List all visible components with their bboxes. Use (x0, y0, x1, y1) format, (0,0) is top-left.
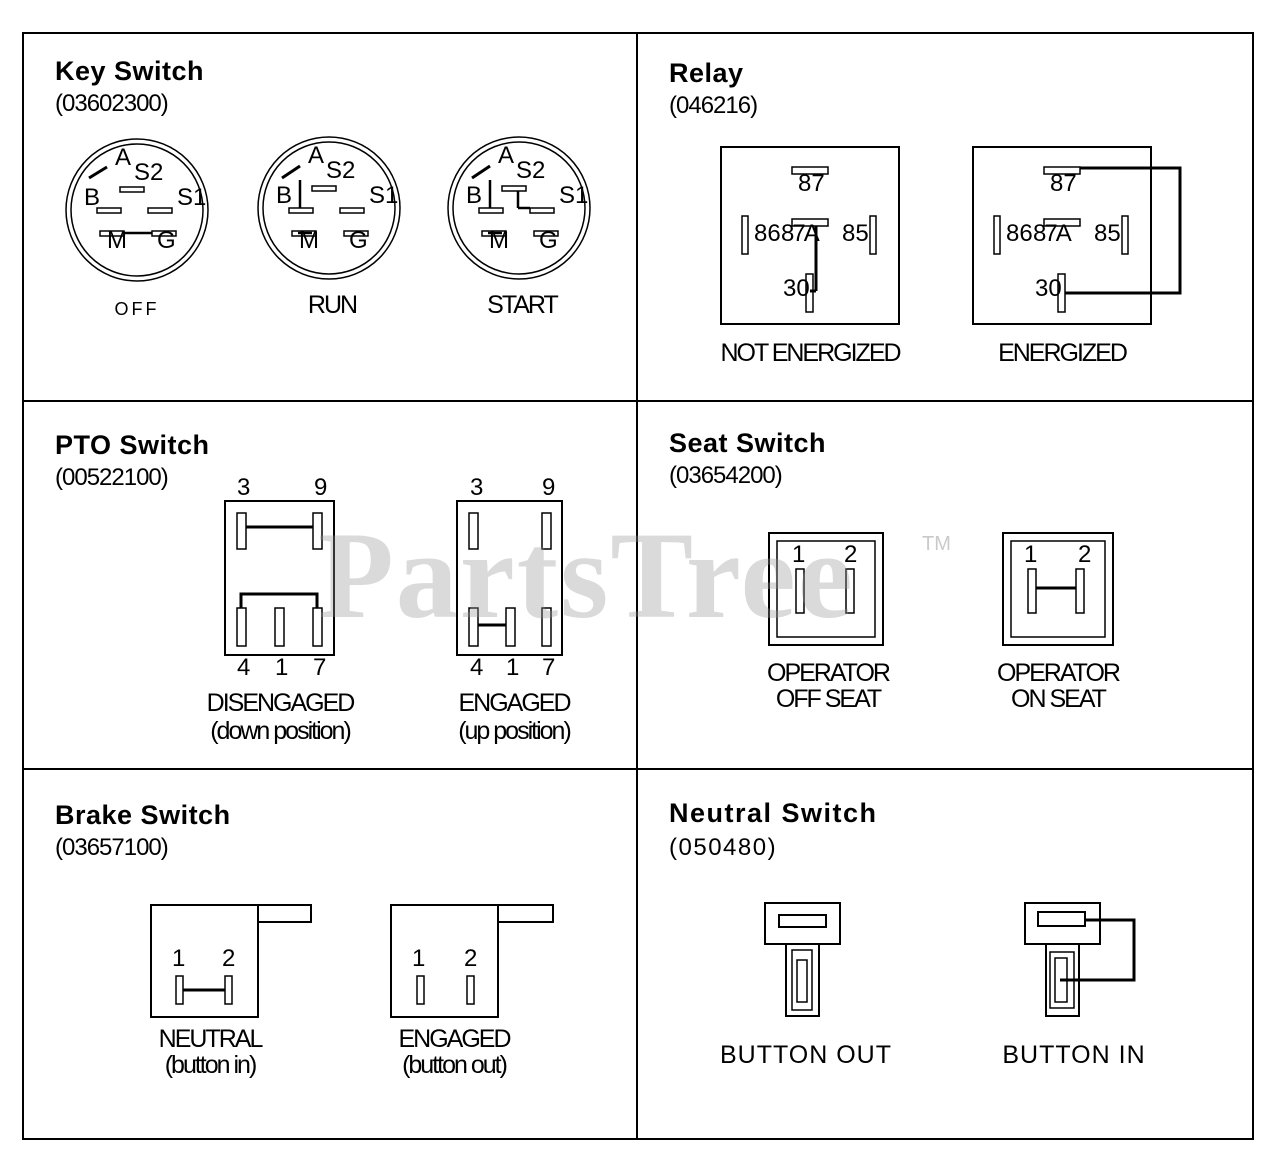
part-number: (03657100) (55, 834, 169, 861)
terminal-s2-label: S2 (516, 157, 545, 184)
terminal-m-label: M (107, 227, 127, 254)
state-on-seat-line1: OPERATOR (997, 659, 1121, 687)
state-off-seat-line1: OPERATOR (767, 659, 891, 687)
terminal-2-label: 2 (1078, 541, 1091, 568)
seat-switch-panel: Seat Switch (03654200) 1 2 OPERATOR OFF … (638, 402, 1252, 768)
terminal-87a-label: 87A (781, 220, 820, 247)
terminal-s1-label: S1 (559, 182, 588, 209)
terminal-1-label: 1 (1024, 541, 1037, 568)
row-divider-1 (22, 400, 1254, 402)
terminal-85-label: 85 (842, 220, 869, 247)
terminal-s2-label: S2 (326, 157, 355, 184)
seat-off-diagram: 1 2 (768, 532, 884, 646)
part-number: (050480) (669, 834, 778, 861)
panel-title: Relay (669, 58, 744, 88)
terminal-b-label: B (84, 184, 100, 211)
terminal-86-label: 86 (754, 220, 781, 247)
terminal-1-label: 1 (275, 654, 288, 681)
brake-neutral-diagram: 1 2 (150, 904, 312, 1018)
relay-panel: Relay (046216) 87 86 87A 85 30 NOT ENERG… (638, 34, 1252, 400)
neutral-button-out-diagram (764, 902, 841, 1017)
panel-title: Neutral Switch (669, 798, 878, 828)
position-start-label: START (487, 291, 559, 319)
part-number: (046216) (669, 92, 758, 119)
brake-switch-panel: Brake Switch (03657100) 1 2 NEUTRAL (but… (24, 770, 636, 1138)
terminal-s1-label: S1 (177, 184, 206, 211)
terminal-87-label: 87 (798, 170, 825, 197)
state-not-energized-label: NOT ENERGIZED (720, 339, 901, 367)
state-energized-label: ENERGIZED (998, 339, 1128, 367)
neutral-switch-panel: Neutral Switch (050480) BUTTON OUT BUTTO… (638, 770, 1252, 1138)
terminal-3-label: 3 (470, 474, 483, 501)
terminal-9-label: 9 (542, 474, 555, 501)
part-number: (03602300) (55, 90, 169, 117)
terminal-2-label: 2 (222, 945, 235, 972)
state-neutral-sub: (button in) (164, 1051, 258, 1079)
terminal-86-label: 86 (1006, 220, 1033, 247)
panel-title: Brake Switch (55, 800, 231, 830)
terminal-87a-label: 87A (1033, 220, 1072, 247)
position-off-label: OFF (114, 299, 160, 319)
terminal-a-label: A (308, 142, 324, 169)
state-button-out-label: BUTTON OUT (719, 1041, 893, 1069)
part-number: (03654200) (669, 462, 783, 489)
state-engaged-sub: (button out) (402, 1051, 508, 1079)
seat-on-diagram: 1 2 (1002, 532, 1114, 646)
terminal-2-label: 2 (844, 541, 857, 568)
key-switch-off-diagram: A S2 B S1 M G (65, 138, 209, 282)
terminal-a-label: A (115, 144, 131, 171)
terminal-g-label: G (157, 227, 176, 254)
terminal-1-label: 1 (506, 654, 519, 681)
terminal-4-label: 4 (237, 654, 250, 681)
panel-title: Seat Switch (669, 428, 827, 458)
panel-title: Key Switch (55, 56, 205, 86)
relay-not-energized-diagram: 87 86 87A 85 30 (720, 146, 900, 325)
key-switch-start-diagram: A S2 B S1 M G (447, 136, 591, 280)
terminal-2-label: 2 (464, 945, 477, 972)
terminal-1-label: 1 (172, 945, 185, 972)
trademark-mark: TM (922, 533, 951, 555)
key-switch-panel: Key Switch (03602300) A S2 B S1 M G OFF … (24, 34, 636, 400)
state-disengaged-label: DISENGAGED (206, 689, 356, 717)
terminal-87-label: 87 (1050, 170, 1077, 197)
terminal-85-label: 85 (1094, 220, 1121, 247)
terminal-3-label: 3 (237, 474, 250, 501)
terminal-30-label: 30 (783, 275, 810, 302)
key-switch-run-diagram: A S2 B S1 M G (257, 136, 401, 280)
part-number: (00522100) (55, 464, 169, 491)
pto-switch-panel: PTO Switch (00522100) 3 9 4 1 7 DISENGAG… (24, 402, 636, 768)
state-button-in-label: BUTTON IN (1002, 1041, 1146, 1069)
state-engaged-sub: (up position) (458, 717, 572, 745)
state-on-seat-line2: ON SEAT (1011, 685, 1107, 713)
position-run-label: RUN (307, 291, 358, 319)
terminal-a-label: A (498, 142, 514, 169)
terminal-1-label: 1 (412, 945, 425, 972)
state-off-seat-line2: OFF SEAT (775, 685, 882, 713)
state-neutral-label: NEUTRAL (158, 1025, 264, 1053)
terminal-g-label: G (539, 227, 558, 254)
state-engaged-label: ENGAGED (398, 1025, 511, 1053)
terminal-9-label: 9 (314, 474, 327, 501)
relay-energized-diagram: 87 86 87A 85 30 (972, 146, 1182, 325)
terminal-b-label: B (466, 182, 482, 209)
terminal-7-label: 7 (313, 654, 326, 681)
row-divider-2 (22, 768, 1254, 770)
brake-engaged-diagram: 1 2 (390, 904, 554, 1018)
terminal-30-label: 30 (1035, 275, 1062, 302)
terminal-7-label: 7 (542, 654, 555, 681)
panel-title: PTO Switch (55, 430, 210, 460)
terminal-s2-label: S2 (134, 159, 163, 186)
column-divider (636, 32, 638, 1140)
pto-disengaged-diagram: 3 9 4 1 7 (224, 474, 335, 681)
diagram-frame (22, 32, 1254, 1140)
terminal-b-label: B (276, 182, 292, 209)
pto-engaged-diagram: 3 9 4 1 7 (456, 474, 563, 681)
terminal-g-label: G (349, 227, 368, 254)
state-engaged-label: ENGAGED (458, 689, 571, 717)
terminal-s1-label: S1 (369, 182, 398, 209)
state-disengaged-sub: (down position) (210, 717, 352, 745)
terminal-1-label: 1 (792, 541, 805, 568)
terminal-4-label: 4 (470, 654, 483, 681)
neutral-button-in-diagram (1024, 902, 1136, 1017)
